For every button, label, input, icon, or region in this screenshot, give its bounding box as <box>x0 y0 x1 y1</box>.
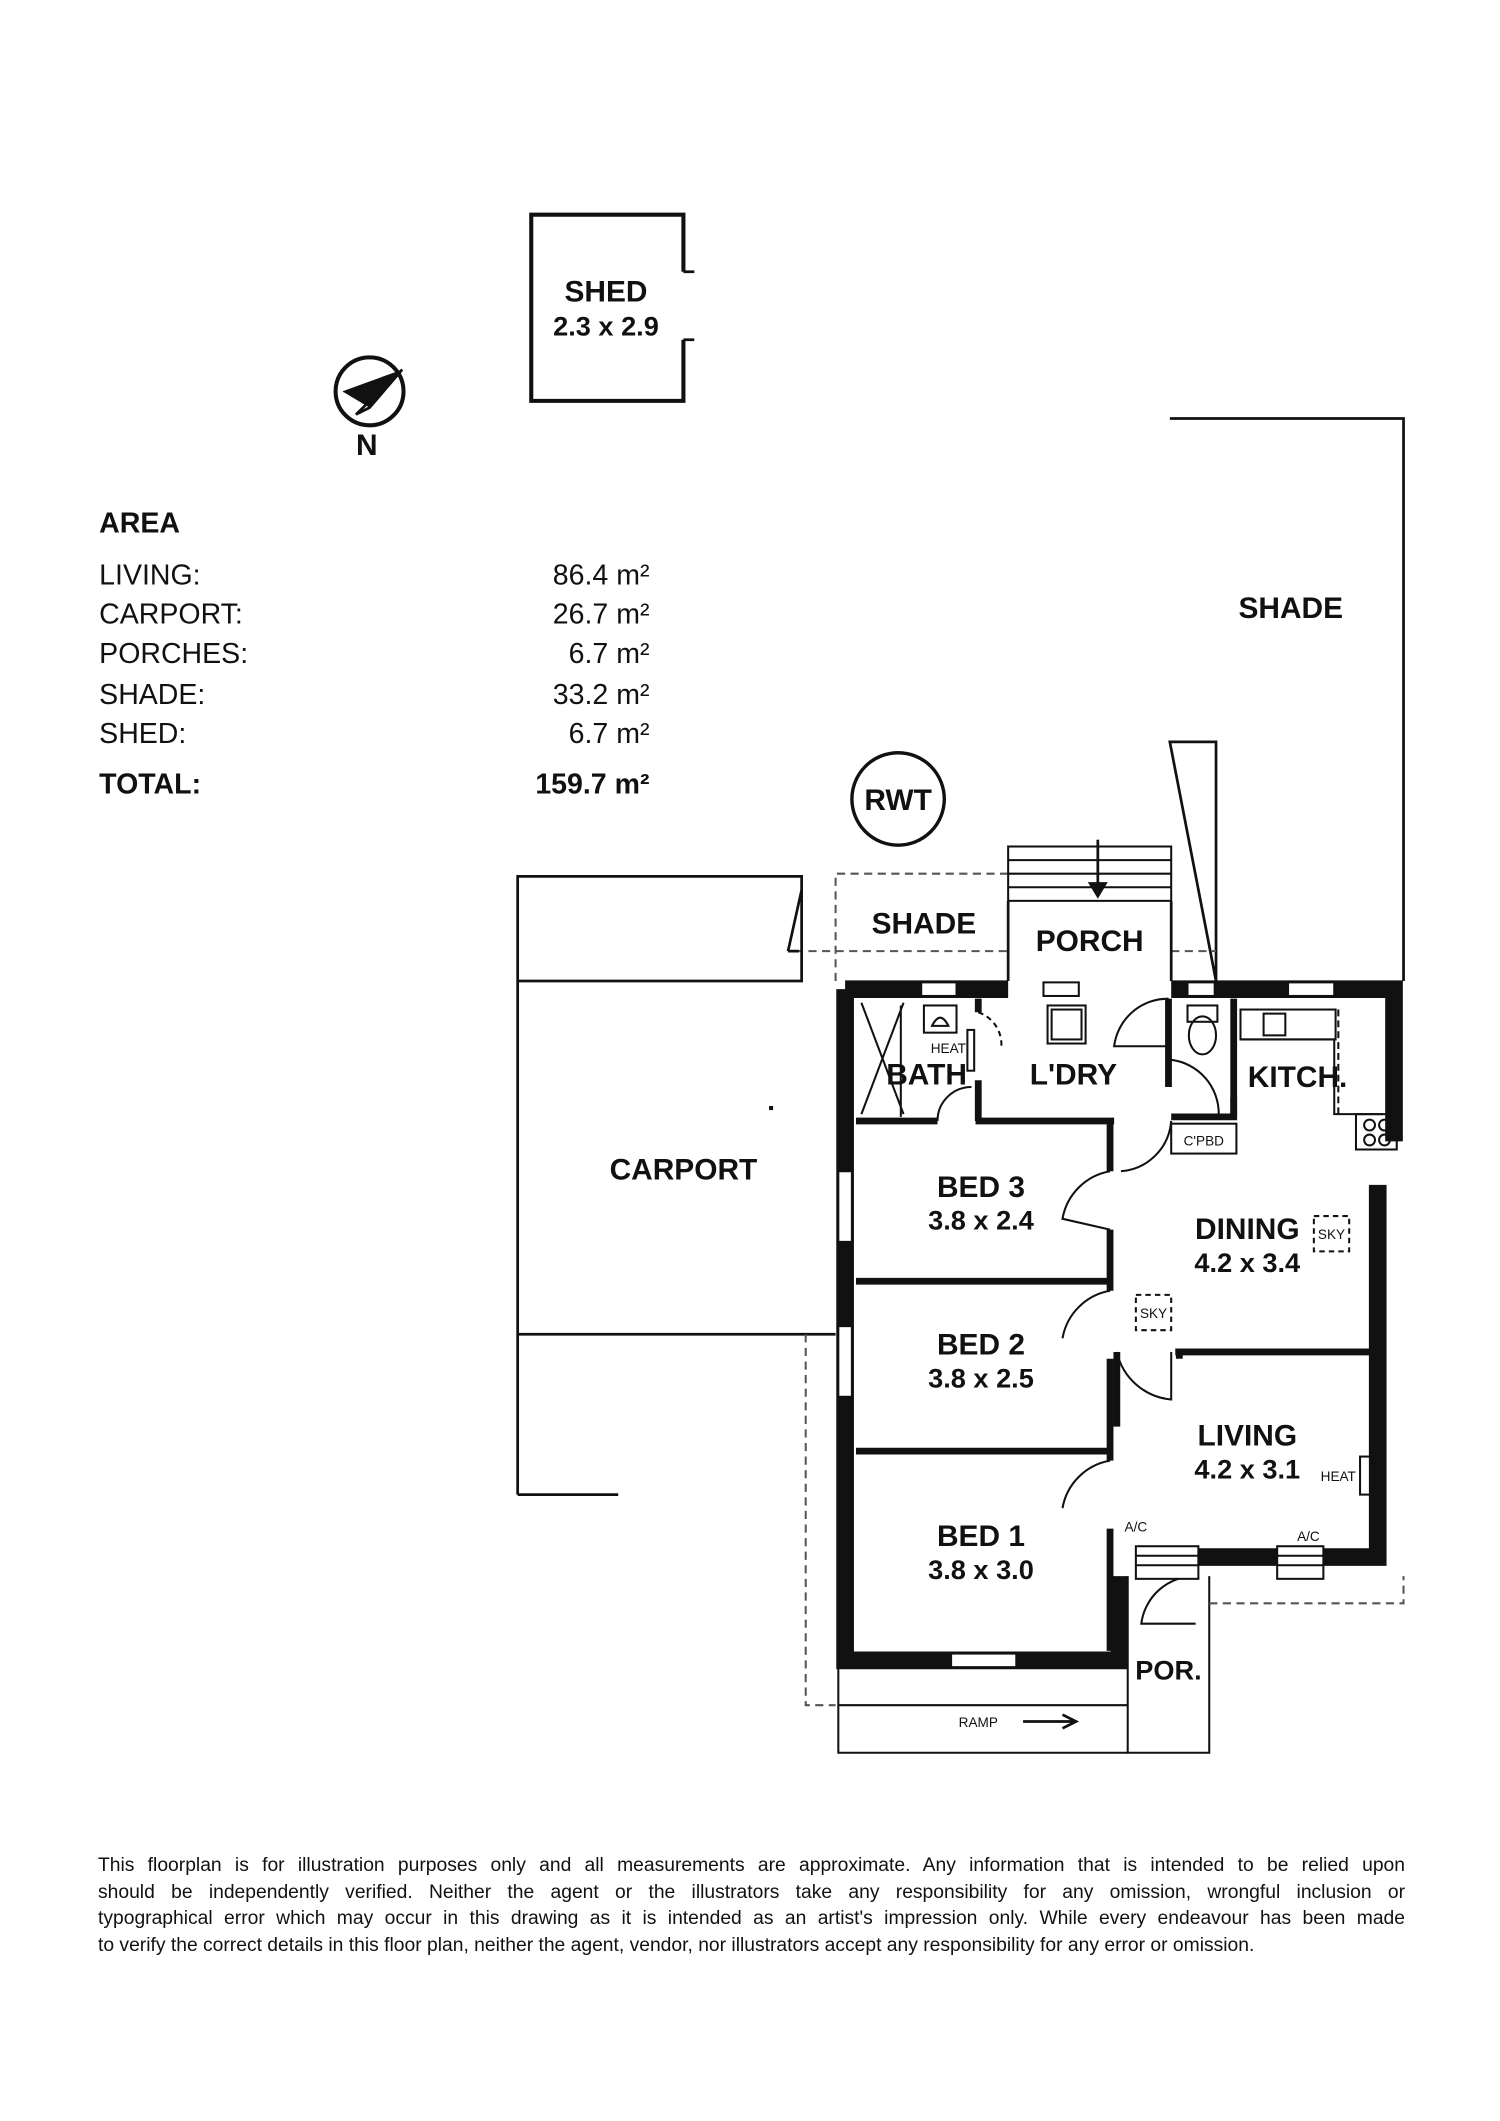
area-label: LIVING: <box>99 559 200 591</box>
bed1-dims: 3.8 x 3.0 <box>928 1554 1034 1585</box>
carport-label: CARPORT <box>610 1153 758 1186</box>
disclaimer-line: should be independently verified. Neithe… <box>98 1881 1405 1903</box>
bath-label: BATH <box>886 1058 967 1091</box>
small-porch-label: POR. <box>1135 1654 1201 1685</box>
shed-label: SHED <box>564 276 647 309</box>
ac-label: A/C <box>1125 1519 1148 1534</box>
disclaimer-line: to verify the correct details in this fl… <box>98 1934 1255 1956</box>
area-value: 33.2 m² <box>553 679 650 711</box>
shade-label-mid: SHADE <box>872 907 977 940</box>
doors <box>936 997 1220 1625</box>
area-value: 26.7 m² <box>553 599 650 631</box>
area-total-label: TOTAL: <box>99 769 201 801</box>
bed3-label: BED 3 <box>937 1171 1025 1204</box>
skylight-label: SKY <box>1140 1306 1167 1321</box>
shade-outline <box>1168 417 1405 982</box>
internal-walls <box>855 998 1378 1651</box>
carport-marker <box>769 1106 774 1111</box>
area-label: SHADE: <box>99 679 205 711</box>
area-label: PORCHES: <box>99 638 248 670</box>
dining-label: DINING <box>1195 1213 1300 1246</box>
area-table: LIVING: 86.4 m² CARPORT: 26.7 m² PORCHES… <box>99 559 649 800</box>
area-label: SHED: <box>99 718 186 750</box>
north-label: N <box>356 429 378 462</box>
living-dims: 4.2 x 3.1 <box>1194 1453 1300 1484</box>
bed3-dims: 3.8 x 2.4 <box>928 1205 1034 1236</box>
porch-ramp-outline <box>837 1576 1405 1754</box>
porch-label: PORCH <box>1036 925 1144 958</box>
area-value: 6.7 m² <box>569 718 650 750</box>
skylight-label: SKY <box>1318 1227 1345 1242</box>
north-compass-icon <box>333 355 406 428</box>
disclaimer-line: typographical error which may occur in t… <box>98 1908 1405 1930</box>
windows <box>837 981 1336 1669</box>
cupboard-label: C'PBD <box>1184 1133 1225 1148</box>
bath-heat-label: HEAT <box>931 1041 966 1056</box>
bed2-label: BED 2 <box>937 1329 1025 1362</box>
area-label: CARPORT: <box>99 599 243 631</box>
bed1-label: BED 1 <box>937 1520 1025 1553</box>
carport-dashed <box>804 1334 836 1707</box>
fixtures <box>860 1002 1398 1580</box>
disclaimer: This floorplan is for illustration purpo… <box>98 1853 1405 1959</box>
area-total-value: 159.7 m² <box>535 769 649 801</box>
rwt-label: RWT <box>864 784 931 817</box>
living-heat-label: HEAT <box>1321 1469 1356 1484</box>
shed <box>529 212 695 403</box>
area-heading: AREA <box>99 508 180 540</box>
kitchen-label: KITCH. <box>1248 1061 1348 1094</box>
living-label: LIVING <box>1197 1420 1297 1453</box>
shade-label-top: SHADE <box>1238 592 1343 625</box>
laundry-label: L'DRY <box>1030 1058 1117 1091</box>
shade-dashed-outline <box>794 872 1217 982</box>
area-value: 6.7 m² <box>569 638 650 670</box>
dining-dims: 4.2 x 3.4 <box>1194 1247 1300 1278</box>
rainwater-tank <box>850 751 946 847</box>
disclaimer-line: This floorplan is for illustration purpo… <box>98 1855 1405 1876</box>
area-value: 86.4 m² <box>553 559 650 591</box>
carport-outline <box>516 875 836 1496</box>
bed2-dims: 3.8 x 2.5 <box>928 1362 1034 1393</box>
shed-dims: 2.3 x 2.9 <box>553 311 659 342</box>
porch-steps <box>1006 839 1173 982</box>
ac-label: A/C <box>1297 1529 1320 1544</box>
ramp-label: RAMP <box>959 1715 998 1730</box>
